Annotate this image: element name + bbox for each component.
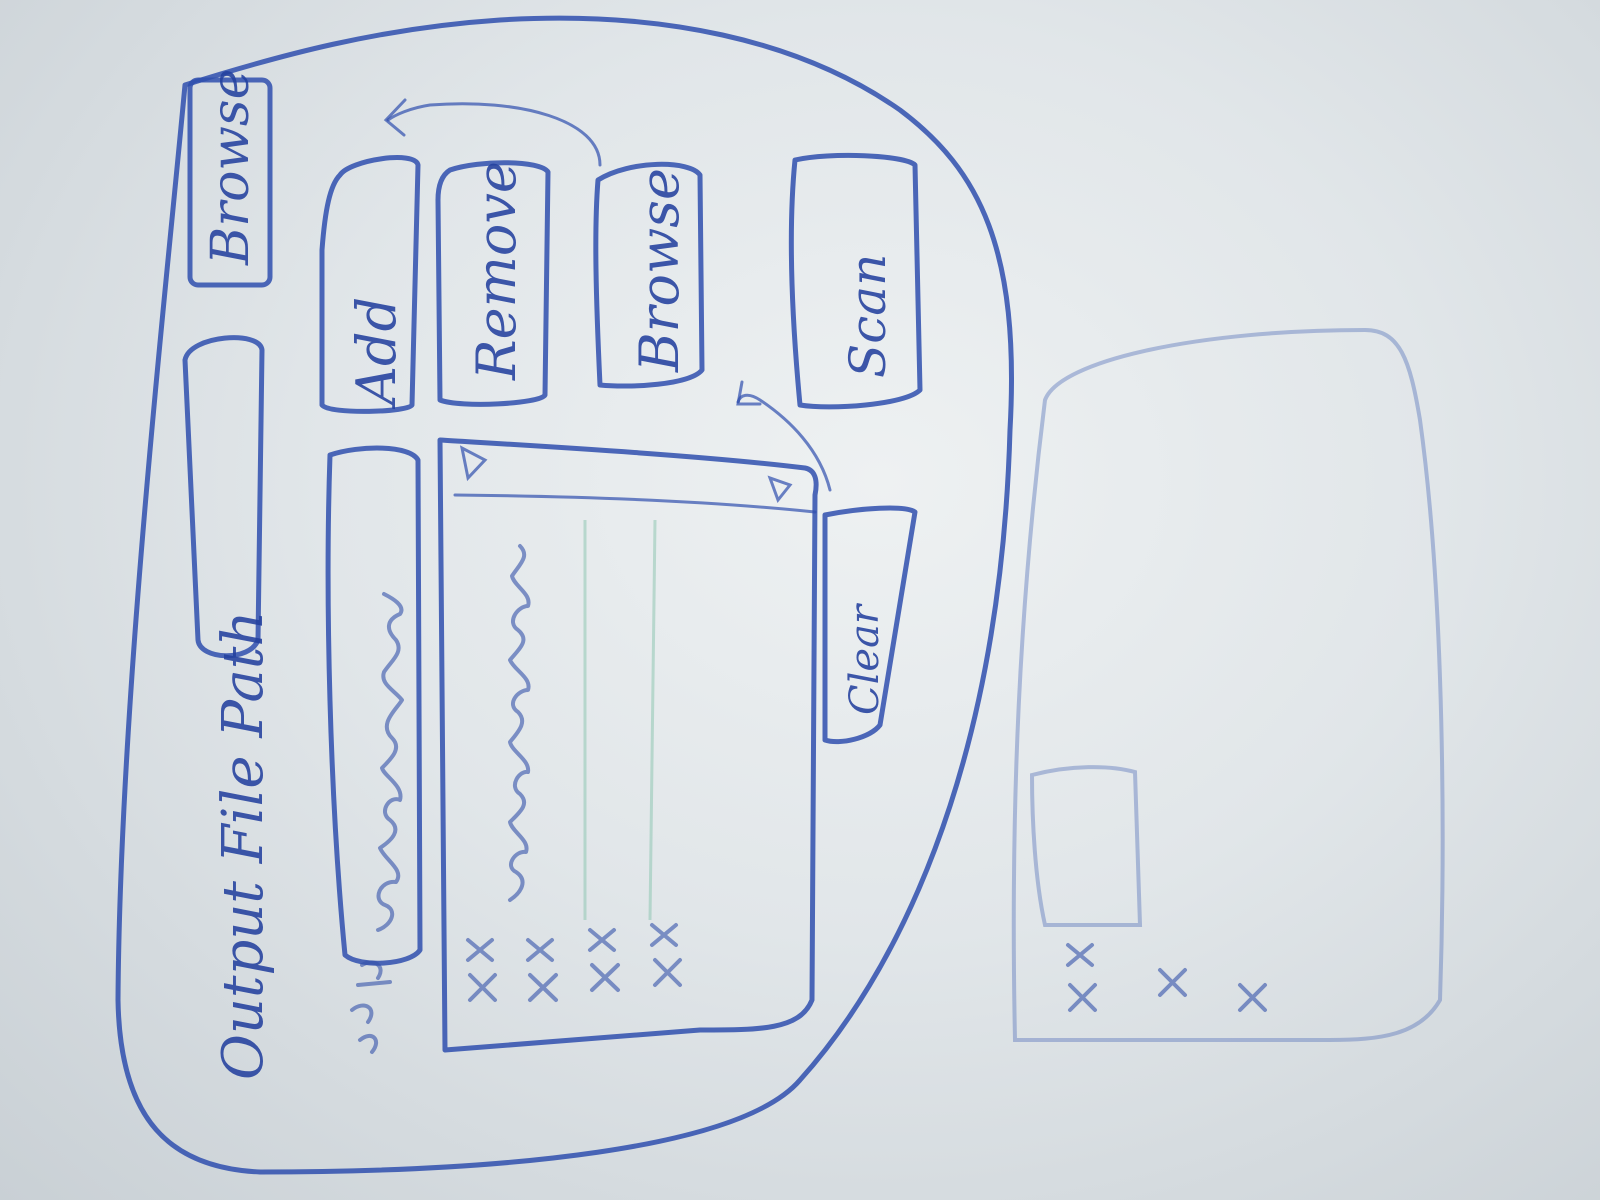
list-row-scribble-3: [588, 928, 620, 992]
file-path-value-scribble: [376, 592, 404, 932]
second-window-scribble-1: [1066, 943, 1097, 1012]
file-list-box[interactable]: [437, 437, 819, 1053]
scan-button-label: Scan: [839, 254, 897, 378]
remove-button-label: Remove: [465, 161, 528, 381]
list-header-scribble: [508, 544, 531, 902]
scan-button[interactable]: [788, 152, 923, 410]
dropdown-arrow-icon-2: [767, 475, 793, 504]
list-row-scribble-1: [466, 938, 497, 1002]
file-path-field[interactable]: [325, 445, 423, 966]
list-row-scribble-4: [650, 923, 682, 987]
list-column-divider-2: [648, 519, 657, 921]
second-window-scribble-3: [1238, 983, 1267, 1012]
arrow-icon: [386, 102, 602, 167]
browse-button[interactable]: [593, 161, 705, 389]
output-file-path-label: Output File Path: [211, 611, 276, 1080]
list-to-scan-arrowhead-icon: [736, 380, 762, 406]
clear-button[interactable]: [822, 505, 918, 745]
list-to-scan-arrow-icon: [736, 393, 832, 492]
arrow-head-icon: [383, 98, 407, 137]
add-button[interactable]: [319, 155, 421, 414]
second-window-tab[interactable]: [1029, 765, 1143, 927]
browse-button-label: Browse: [628, 168, 691, 373]
output-path-input[interactable]: [182, 335, 265, 659]
list-header-line: [453, 493, 817, 514]
list-row-scribble-2: [526, 938, 558, 1002]
clear-button-label: Clear: [842, 602, 888, 715]
file-label-scribble: [350, 960, 392, 1054]
remove-button[interactable]: [435, 160, 551, 407]
window-outline: [115, 15, 1015, 1175]
second-window-scribble-2: [1158, 968, 1187, 997]
output-browse-label: Browse: [201, 69, 261, 266]
second-window-outline[interactable]: [1011, 327, 1445, 1042]
output-browse-button[interactable]: [187, 77, 273, 288]
dropdown-arrow-icon: [459, 445, 488, 482]
add-button-label: Add: [345, 297, 408, 410]
